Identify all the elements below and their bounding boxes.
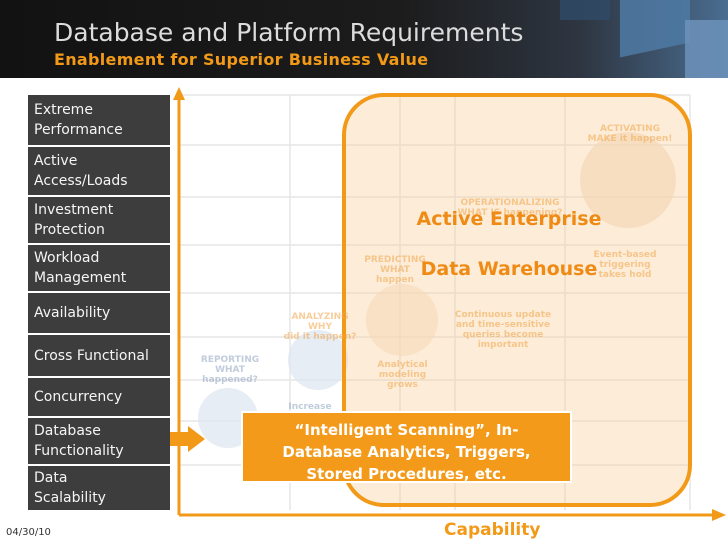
pointer-arrow — [168, 426, 205, 452]
callout-line: Stored Procedures, etc. — [306, 465, 507, 483]
page-subtitle: Enablement for Superior Business Value — [54, 50, 429, 69]
overlay-title-line2: Data Warehouse — [420, 258, 598, 280]
active-edw-region — [342, 93, 692, 507]
y-axis-arrowhead — [173, 87, 185, 100]
background-note: Continuous update and time-sensitive que… — [454, 310, 552, 350]
slide-date: 04/30/10 — [6, 527, 51, 538]
page-title: Database and Platform Requirements — [54, 18, 524, 47]
overlay-title-line1: Active Enterprise — [416, 208, 602, 230]
slide-header: Database and Platform Requirements Enabl… — [0, 0, 728, 78]
decorative-cube — [560, 0, 610, 20]
requirement-row: Cross Functional — [28, 335, 170, 376]
background-note: Analytical modeling grows — [377, 360, 428, 390]
x-axis-label: Capability — [444, 520, 541, 540]
stage-circle — [580, 132, 676, 228]
stage-circle — [288, 330, 348, 390]
callout-box: “Intelligent Scanning”, In- Database Ana… — [241, 411, 572, 483]
stage-circle — [366, 284, 438, 356]
background-note: Increase — [288, 402, 332, 412]
background-note: Event-based triggering takes hold — [593, 250, 657, 280]
decorative-cube — [685, 20, 728, 78]
callout-line: “Intelligent Scanning”, In- — [294, 421, 519, 439]
requirement-row: Concurrency — [28, 378, 170, 416]
requirement-row: Availability — [28, 293, 170, 333]
callout-line: Database Analytics, Triggers, — [282, 443, 531, 461]
x-axis-arrowhead — [712, 509, 726, 521]
